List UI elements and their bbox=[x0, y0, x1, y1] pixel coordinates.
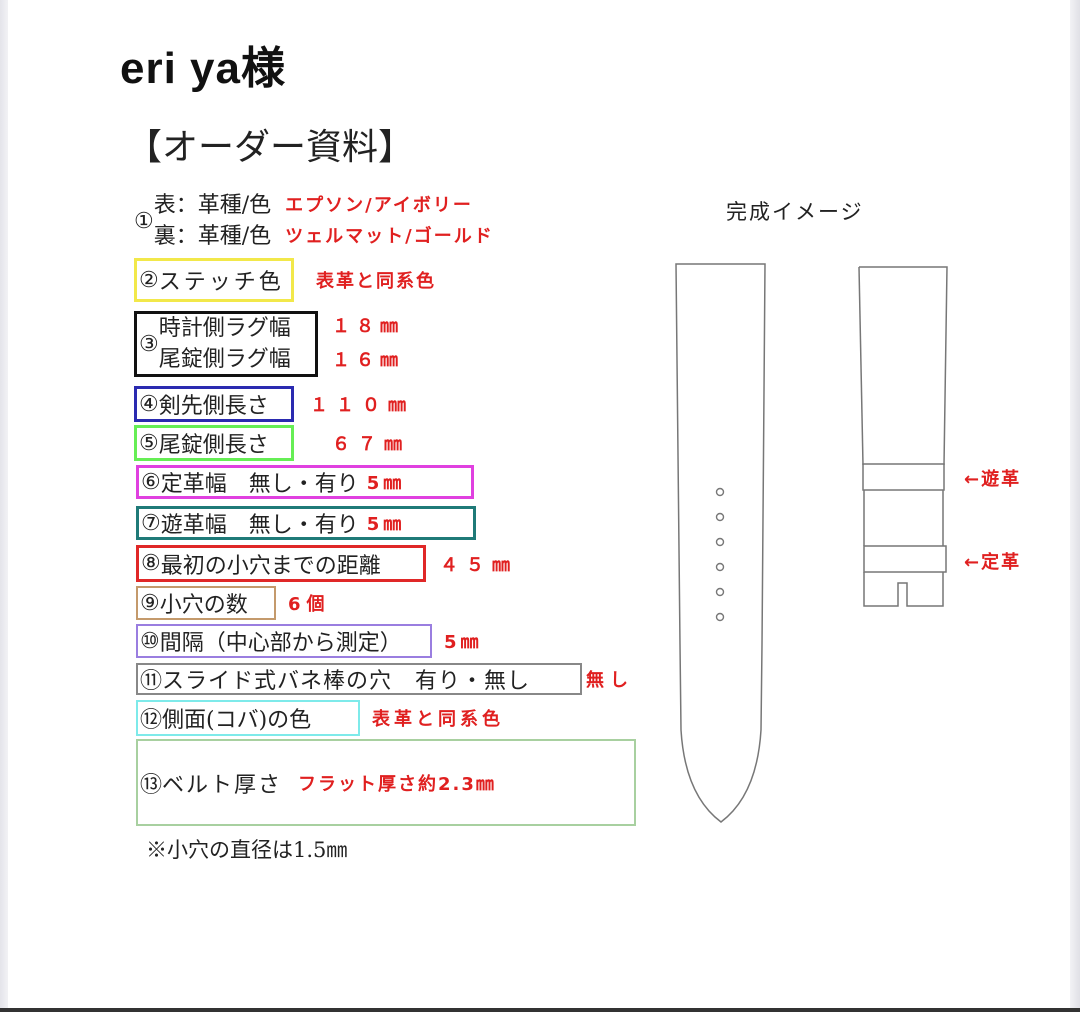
strap-diagram bbox=[675, 263, 948, 823]
item-value: １８㎜ bbox=[332, 316, 404, 337]
item-label: 定革幅 無し・有り bbox=[160, 472, 359, 497]
page-edge-right bbox=[1070, 0, 1080, 1008]
item-number: ① bbox=[134, 208, 154, 234]
item-value: フラット厚さ約2.3㎜ bbox=[298, 773, 496, 795]
item-label: ステッチ色 bbox=[158, 270, 284, 295]
item-value: 6個 bbox=[288, 594, 331, 615]
item-label: 小穴の数 bbox=[159, 593, 248, 618]
item-number: ⑦ bbox=[141, 510, 161, 536]
item-value: ツェルマット/ゴールド bbox=[285, 226, 494, 247]
customer-name: eri ya様 bbox=[120, 44, 286, 93]
doc-title: 【オーダー資料】 bbox=[126, 127, 415, 168]
teikawa-loop bbox=[863, 545, 947, 573]
item-value: 表革と同系色 bbox=[372, 709, 504, 730]
item-value: 表革と同系色 bbox=[316, 271, 436, 292]
item-value: 5㎜ bbox=[366, 473, 406, 494]
item-number: ⑧ bbox=[141, 551, 161, 576]
item-number: ⑩ bbox=[140, 628, 160, 654]
item-label: 間隔（中心部から測定） bbox=[159, 631, 402, 656]
item-number: ⑥ bbox=[141, 469, 161, 495]
item-box: ③ 時計側ラグ幅 尾錠側ラグ幅 bbox=[134, 311, 318, 377]
item-value: １１０㎜ bbox=[310, 395, 414, 416]
item-value: １６㎜ bbox=[332, 350, 404, 371]
long-strap-outline bbox=[675, 263, 766, 823]
item-label: スライド式バネ棒の穴 有り・無し bbox=[162, 669, 531, 694]
item-number: ⑫ bbox=[140, 708, 163, 733]
item-value: エプソン/アイボリー bbox=[285, 195, 473, 216]
item-number: ② bbox=[139, 267, 159, 293]
item-3: ③ 時計側ラグ幅 尾錠側ラグ幅 １８㎜ １６㎜ bbox=[134, 310, 404, 378]
yuukawa-label: ←遊革 bbox=[964, 469, 1022, 490]
item-value: 5㎜ bbox=[366, 514, 406, 535]
buckle-notch bbox=[863, 572, 944, 607]
bottom-bar bbox=[0, 1008, 1080, 1012]
item-label: 表：革種/色 bbox=[153, 193, 272, 218]
item-label: 時計側ラグ幅 bbox=[158, 316, 291, 341]
item-number: ⑤ bbox=[139, 430, 159, 456]
item-1: ① 表：革種/色 エプソン/アイボリー 裏：革種/色 ツェルマット/ゴールド bbox=[134, 190, 494, 252]
strap-holes bbox=[715, 487, 725, 622]
item-value: ６７㎜ bbox=[332, 434, 410, 455]
item-label: 尾錠側長さ bbox=[158, 433, 269, 458]
item-number: ④ bbox=[139, 391, 159, 417]
item-number: ⑬ bbox=[140, 772, 163, 798]
item-label: 最初の小穴までの距離 bbox=[160, 553, 381, 579]
item-label: 尾錠側ラグ幅 bbox=[158, 347, 291, 372]
item-label: 側面(コバ)の色 bbox=[162, 708, 312, 733]
item-value: ４５㎜ bbox=[440, 554, 518, 576]
yuukawa-loop bbox=[862, 463, 945, 491]
item-number: ⑪ bbox=[140, 669, 163, 694]
item-value: 5㎜ bbox=[444, 632, 483, 653]
page-edge-left bbox=[0, 0, 8, 1008]
item-label: 遊革幅 無し・有り bbox=[160, 513, 359, 538]
item-value: 無し bbox=[586, 670, 634, 691]
footnote: ※小穴の直径は1.5㎜ bbox=[146, 838, 348, 862]
item-label: 裏：革種/色 bbox=[153, 224, 272, 249]
item-label: ベルト厚さ bbox=[162, 772, 283, 798]
item-label: 剣先側長さ bbox=[158, 394, 269, 419]
teikawa-label: ←定革 bbox=[964, 552, 1022, 573]
item-number: ⑨ bbox=[140, 590, 160, 616]
image-title: 完成イメージ bbox=[726, 200, 864, 224]
item-number: ③ bbox=[139, 331, 159, 357]
